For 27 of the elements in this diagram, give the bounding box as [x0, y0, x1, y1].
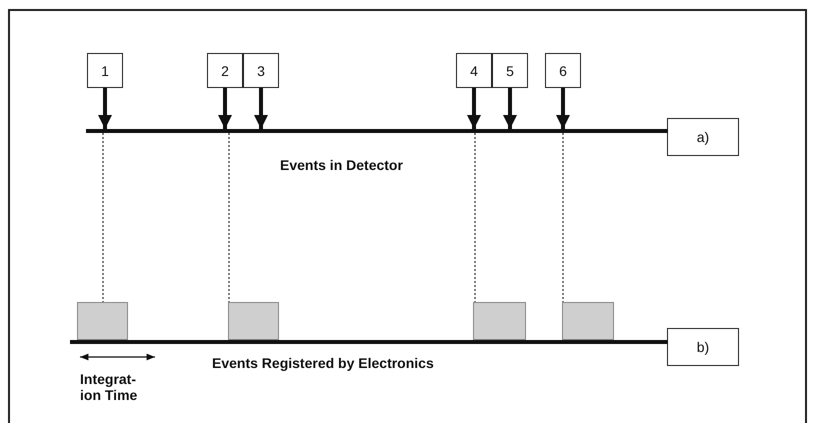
signal-pulse	[228, 302, 279, 340]
event-arrow	[98, 88, 112, 129]
event-number-box: 2	[207, 53, 243, 88]
channel-label-box: a)	[667, 118, 739, 156]
dotted-guide-line	[474, 132, 476, 302]
event-arrow	[503, 88, 517, 129]
timeline	[70, 340, 668, 344]
signal-pulse	[562, 302, 614, 340]
event-number-box: 1	[87, 53, 123, 88]
dotted-guide-line	[228, 132, 230, 302]
event-number-box: 4	[456, 53, 492, 88]
dimension-label: Integrat- ion Time	[80, 371, 138, 403]
channel-label-box: b)	[667, 328, 739, 366]
event-number-box: 3	[243, 53, 279, 88]
event-arrow	[556, 88, 570, 129]
timeline-caption: Events in Detector	[280, 157, 403, 173]
dotted-guide-line	[562, 132, 564, 302]
event-number-box: 6	[545, 53, 581, 88]
dotted-guide-line	[102, 132, 104, 302]
event-number-box: 5	[492, 53, 528, 88]
event-arrow	[467, 88, 481, 129]
signal-pulse	[77, 302, 128, 340]
timeline-caption: Events Registered by Electronics	[212, 355, 434, 371]
event-arrow	[254, 88, 268, 129]
timeline	[86, 129, 668, 133]
signal-pulse	[473, 302, 526, 340]
event-arrow	[218, 88, 232, 129]
